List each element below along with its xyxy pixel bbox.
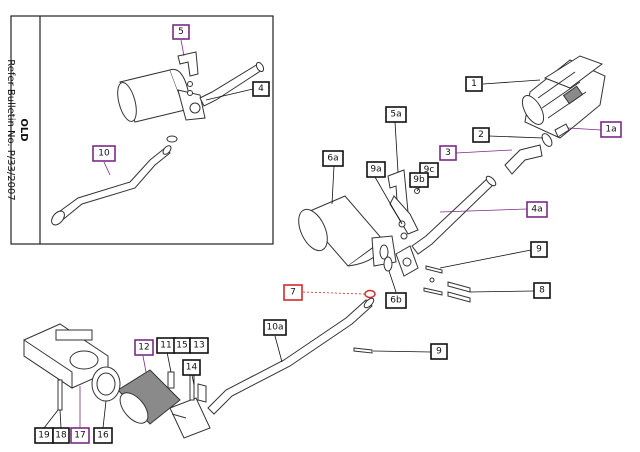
- hose-clamp-ring: [541, 133, 553, 147]
- callout-6b: 6b: [385, 292, 407, 309]
- tail-pipe: [411, 175, 497, 255]
- svg-text:1a: 1a: [605, 125, 616, 135]
- callout-1: 1: [465, 76, 483, 92]
- inset-tail-pipe: [199, 61, 265, 107]
- svg-text:13: 13: [193, 341, 204, 351]
- mounting-bracket: [387, 169, 419, 240]
- svg-text:1: 1: [471, 79, 477, 89]
- callout-4: 4: [252, 81, 270, 97]
- svg-text:8: 8: [539, 286, 545, 296]
- svg-text:10: 10: [98, 149, 110, 159]
- callout-9b: 9b: [409, 172, 429, 188]
- callout-6a: 6a: [322, 150, 344, 167]
- svg-text:14: 14: [186, 363, 198, 373]
- inset-outer-frame: [10, 15, 274, 245]
- svg-text:17: 17: [74, 431, 85, 441]
- inset-gasket-ring: [166, 135, 178, 143]
- callout-8-right: 8: [533, 282, 551, 299]
- gasket-6b: [383, 256, 393, 272]
- callout-2: 2: [472, 127, 490, 143]
- callout-10: 10: [92, 145, 116, 162]
- callout-15: 15: [173, 337, 191, 354]
- callout-9a: 9a: [366, 161, 386, 178]
- callouts: 5 4 10 1 1a 2 3 5a: [34, 24, 622, 444]
- manifold-gasket: [91, 366, 121, 402]
- svg-text:5: 5: [178, 27, 184, 37]
- callout-13: 13: [189, 337, 209, 354]
- svg-text:10a: 10a: [267, 323, 284, 333]
- svg-text:16: 16: [97, 431, 109, 441]
- svg-text:6b: 6b: [390, 296, 402, 306]
- inset-note-old: OLD: [18, 118, 29, 141]
- outlet-flange: [395, 245, 419, 277]
- svg-text:9c: 9c: [424, 165, 435, 175]
- callout-3: 3: [439, 145, 457, 161]
- callout-14: 14: [182, 359, 201, 376]
- old-version-inset: OLD Refer Bulletin No. P/33/2007: [5, 15, 274, 245]
- bolt-set-right: [423, 265, 471, 303]
- callout-18: 18: [52, 427, 70, 444]
- callout-10a: 10a: [263, 319, 287, 336]
- svg-text:6a: 6a: [327, 154, 338, 164]
- svg-text:2: 2: [478, 130, 484, 140]
- air-intake-box: [521, 55, 606, 139]
- svg-text:15: 15: [176, 341, 187, 351]
- sealing-ring: [364, 289, 376, 299]
- front-pipe: [207, 297, 375, 415]
- callout-4a: 4a: [526, 201, 548, 218]
- intake-flange: [554, 123, 570, 138]
- small-hardware: [167, 371, 207, 403]
- inset-silencer: [117, 68, 206, 123]
- callout-5a: 5a: [385, 106, 407, 123]
- svg-text:4: 4: [258, 84, 264, 94]
- inset-note: OLD Refer Bulletin No. P/33/2007: [5, 59, 29, 200]
- rubber-hose: [504, 144, 543, 175]
- screw-18: [57, 379, 63, 411]
- callout-1a: 1a: [600, 121, 622, 138]
- silencer-body: [298, 195, 397, 267]
- callout-19: 19: [34, 427, 54, 444]
- callout-11: 11: [156, 337, 176, 354]
- svg-text:9b: 9b: [413, 175, 425, 185]
- callout-9-right: 9: [530, 241, 548, 258]
- callout-5: 5: [172, 24, 190, 40]
- svg-text:18: 18: [55, 431, 67, 441]
- callout-17: 17: [70, 427, 90, 444]
- svg-text:9: 9: [436, 347, 442, 357]
- flex-joint: [117, 369, 211, 439]
- callout-7: 7: [283, 284, 303, 301]
- callout-12: 12: [134, 339, 154, 356]
- leader-lines: [43, 39, 602, 429]
- inset-front-pipe: [51, 145, 172, 226]
- svg-text:11: 11: [160, 341, 171, 351]
- svg-text:9: 9: [536, 245, 542, 255]
- manifold-box: [23, 323, 109, 389]
- svg-text:5a: 5a: [390, 110, 401, 120]
- callout-9-bottom: 9: [430, 343, 448, 360]
- svg-text:7: 7: [290, 288, 296, 298]
- inset-bracket: [177, 51, 199, 96]
- svg-text:3: 3: [445, 148, 451, 158]
- callout-16: 16: [93, 427, 113, 444]
- svg-text:19: 19: [38, 431, 50, 441]
- svg-text:4a: 4a: [531, 205, 542, 215]
- svg-text:9a: 9a: [370, 165, 381, 175]
- svg-text:12: 12: [138, 343, 149, 353]
- inset-note-bulletin: Refer Bulletin No. P/33/2007: [5, 59, 16, 200]
- bolt-bottom: [353, 347, 373, 354]
